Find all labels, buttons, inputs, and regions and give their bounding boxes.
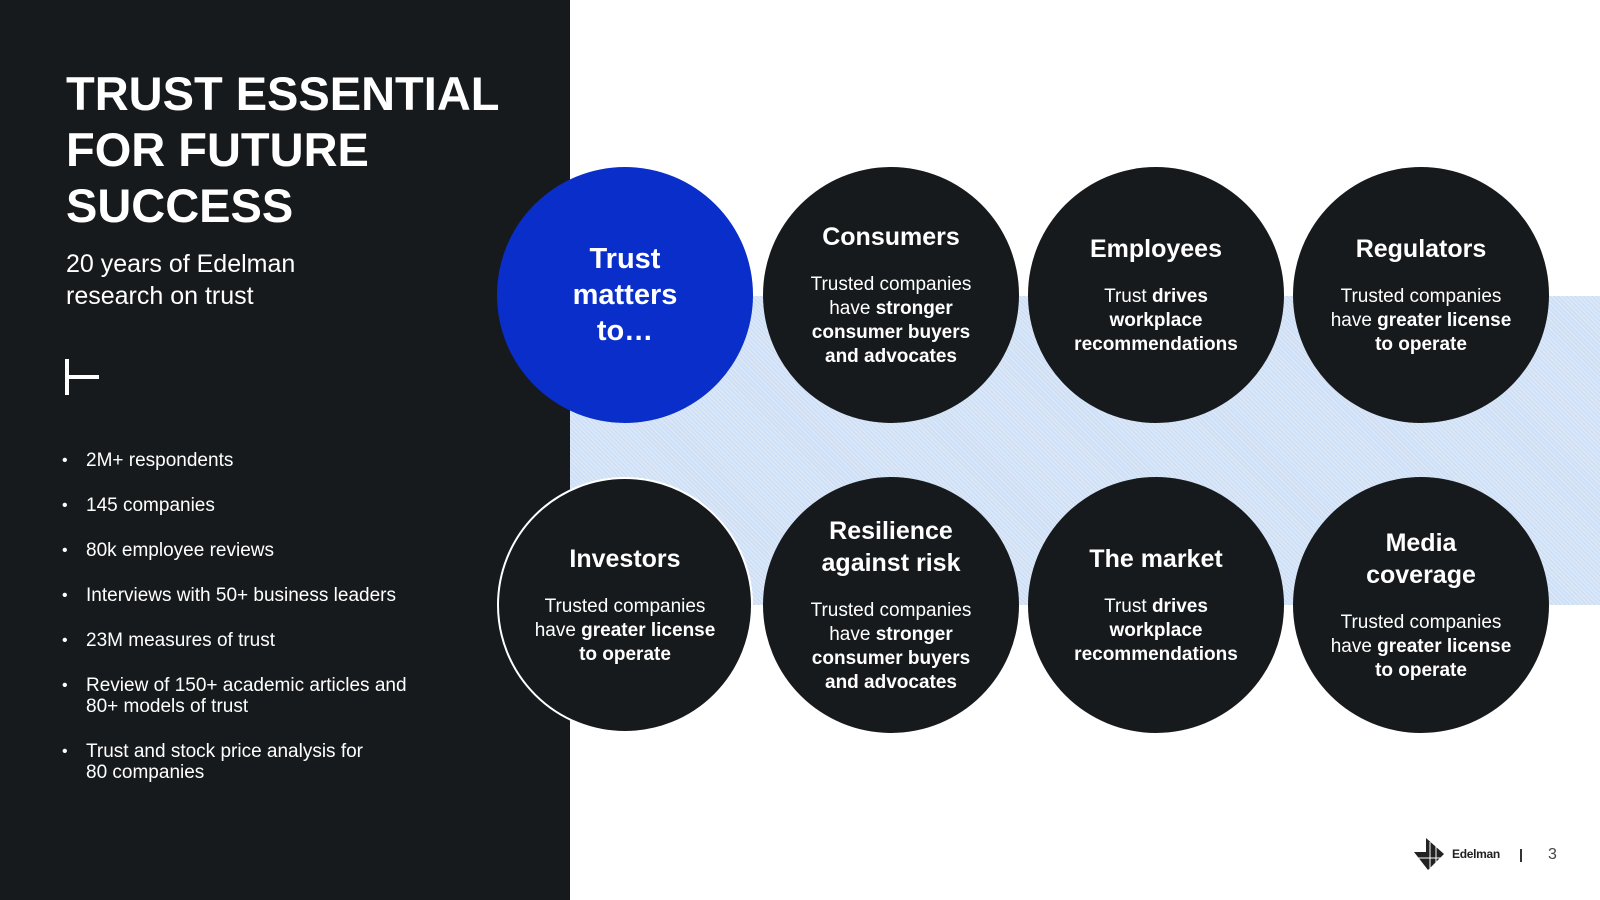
body-bold-text: greater license to operate [1375,636,1512,681]
trust-matters-circle: Trust matters to… [497,167,753,423]
circle-body: Trusted companies have stronger consumer… [799,599,984,695]
circle-title: Employees [1089,235,1222,263]
circle-investors: Investors Trusted companies have greater… [497,477,753,733]
list-item: 2M+ respondents [62,450,466,471]
circle-body: Trusted companies have stronger consumer… [799,273,984,369]
body-text: Trust [1104,286,1152,307]
circle-body: Trusted companies have greater license t… [1329,285,1514,357]
circle-body: Trust drives workplace recommendations [1064,595,1249,667]
edelman-logo-icon [1414,838,1444,870]
body-bold-text: stronger consumer buyers and advocates [811,624,971,693]
circle-consumers: Consumers Trusted companies have stronge… [763,167,1019,423]
circle-media: Media coverage Trusted companies have gr… [1293,477,1549,733]
list-item: Interviews with 50+ business leaders [62,585,466,606]
facts-list: 2M+ respondents 145 companies 80k employ… [62,450,466,807]
body-text: Trusted companies have [1330,286,1502,331]
footer-divider [1520,849,1522,862]
list-item: 80k employee reviews [62,540,466,561]
circle-title: Investors [569,545,681,573]
circle-title: Consumers [822,223,960,251]
body-text: Trusted companies have [810,600,972,645]
circle-employees: Employees Trust drives workplace recomme… [1028,167,1284,423]
body-bold-text: greater license to operate [1375,310,1512,355]
body-text: Trusted companies have [534,596,706,641]
circle-title: Resilience against risk [821,517,961,577]
edelman-mark-icon [65,359,101,395]
body-text: Trust [1104,596,1152,617]
circle-body: Trust drives workplace recommendations [1064,285,1249,357]
body-text: Trusted companies have [1330,612,1502,657]
circle-regulators: Regulators Trusted companies have greate… [1293,167,1549,423]
body-text: Trusted companies have [810,274,972,319]
brand-name: Edelman [1452,847,1500,861]
body-bold-text: drives workplace recommendations [1074,596,1238,665]
page-number: 3 [1548,846,1557,863]
circle-market: The market Trust drives workplace recomm… [1028,477,1284,733]
edelman-logo: Edelman [1414,838,1500,870]
circle-title: Regulators [1355,235,1487,263]
circle-title: Trust matters to… [572,243,678,347]
body-bold-text: greater license to operate [579,620,716,665]
left-panel: TRUST ESSENTIAL FOR FUTURE SUCCESS 20 ye… [0,0,570,900]
circle-title: Media coverage [1366,529,1476,589]
list-item: 145 companies [62,495,466,516]
circle-body: Trusted companies have greater license t… [1329,611,1514,683]
list-item: Trust and stock price analysis for 80 co… [62,741,386,783]
circle-resilience: Resilience against risk Trusted companie… [763,477,1019,733]
list-item: Review of 150+ academic articles and 80+… [62,675,426,717]
slide-title: TRUST ESSENTIAL FOR FUTURE SUCCESS [66,67,499,232]
slide-subtitle: 20 years of Edelman research on trust [66,250,296,310]
body-bold-text: stronger consumer buyers and advocates [811,298,971,367]
circle-title: The market [1089,545,1223,573]
list-item: 23M measures of trust [62,630,466,651]
body-bold-text: drives workplace recommendations [1074,286,1238,355]
circle-body: Trusted companies have greater license t… [533,595,718,667]
